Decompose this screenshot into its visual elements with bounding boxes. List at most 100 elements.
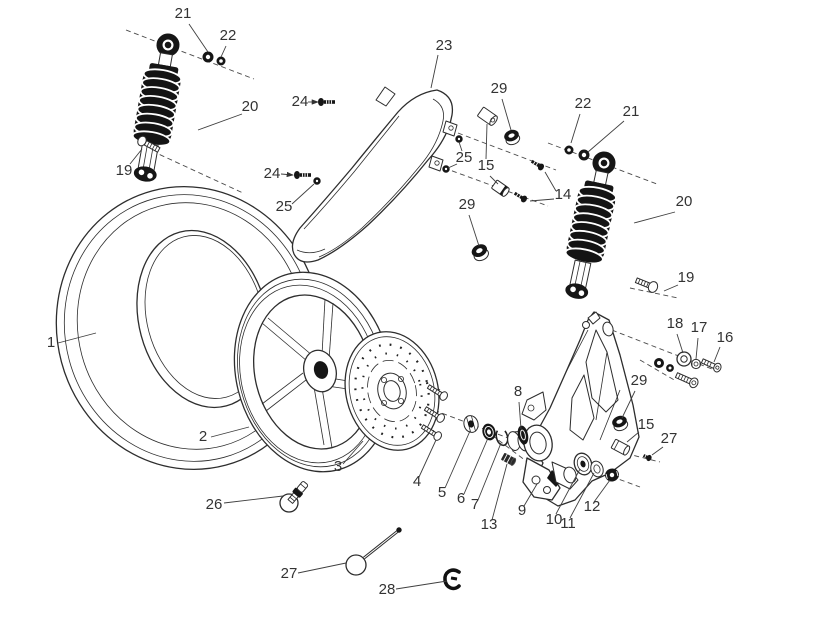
callout-leader [468, 214, 480, 247]
bolt-16 [700, 358, 722, 373]
callout-leader [593, 479, 611, 503]
callout-leader [485, 123, 488, 160]
washer-6 [482, 423, 496, 441]
callout-leader [291, 183, 315, 205]
callout-leader [297, 562, 347, 574]
callout-label: 16 [717, 329, 734, 346]
callout-leader [129, 148, 143, 165]
shock-absorber-right [564, 151, 617, 299]
circlip-7 [495, 427, 509, 447]
shock-washer-21-right [578, 149, 590, 161]
callout-leader [395, 580, 448, 590]
callout-label: 25 [276, 198, 293, 215]
callout-leader [342, 440, 364, 465]
callout-leader [223, 495, 284, 504]
callout-label: 19 [116, 162, 133, 179]
callout-label: 7 [471, 496, 479, 513]
shock-absorber-left [131, 33, 183, 182]
callout-label: 13 [481, 516, 498, 533]
callout-leader [430, 54, 439, 89]
callout-leader [447, 163, 458, 169]
callout-leader [529, 198, 555, 202]
e-clip [443, 568, 461, 591]
bolt-14b [513, 191, 528, 203]
spacer-15b [610, 438, 631, 456]
shock-bolt-19-right [634, 277, 659, 293]
callout-leader [518, 401, 522, 430]
brake-disc [344, 331, 440, 451]
callout-leader [220, 45, 227, 58]
washer-11 [590, 460, 604, 478]
callout-label: 19 [678, 269, 695, 286]
nut-12 [605, 468, 619, 482]
callout-leader [280, 171, 294, 178]
callout-leader [713, 346, 721, 363]
wheel-rim [233, 271, 393, 473]
callout-label: 26 [206, 496, 223, 513]
callout-label: 27 [661, 430, 678, 447]
fender-hardware [294, 98, 545, 262]
callout-label: 15 [638, 416, 655, 433]
callout-label: 1 [47, 334, 55, 351]
fender-top-bracket [375, 86, 396, 107]
callout-label: 28 [379, 581, 396, 598]
callout-label: 18 [667, 315, 684, 332]
cotter-pin [345, 527, 402, 576]
pivot-bolt [674, 372, 699, 389]
callout-leader [197, 113, 243, 131]
callout-label: 14 [555, 186, 572, 203]
hub-9 [517, 424, 553, 462]
bushing-29b [471, 244, 489, 262]
callout-label: 29 [631, 372, 648, 389]
callout-leader [463, 437, 489, 495]
callout-label: 22 [575, 95, 592, 112]
callout-leader [444, 430, 471, 489]
fender-tab-upper [442, 120, 458, 137]
callout-label: 20 [676, 193, 693, 210]
shock-washer-21-left [202, 51, 214, 63]
spacer-15a [477, 106, 498, 126]
callout-label: 17 [691, 319, 708, 336]
callout-label: 15 [478, 157, 495, 174]
callout-label: 11 [560, 515, 576, 532]
pivot-hardware [654, 351, 722, 389]
callout-label: 23 [436, 37, 453, 54]
valve-stem [279, 481, 309, 513]
bushing-29a [504, 129, 521, 146]
bushing-29c [612, 415, 629, 432]
callout-leader [676, 333, 684, 354]
callout-label: 22 [220, 27, 237, 44]
callout-leader [569, 472, 595, 519]
callout-leader [489, 175, 499, 185]
washer-18 [676, 351, 692, 367]
callout-label: 24 [264, 165, 281, 182]
callout-label: 5 [438, 484, 446, 501]
callout-label: 29 [491, 80, 508, 97]
callout-label: 25 [456, 149, 473, 166]
callout-leader [501, 98, 512, 131]
callout-label: 12 [584, 498, 601, 515]
callout-label: 24 [292, 93, 309, 110]
callout-leader [633, 211, 676, 224]
callout-leader [663, 284, 679, 292]
screw-24a [318, 98, 335, 106]
swingarm [517, 311, 640, 507]
spacer-15c [491, 179, 510, 197]
callout-label: 20 [242, 98, 259, 115]
rear-fender [291, 86, 458, 263]
nut-25c [313, 177, 321, 185]
callout-leader [695, 337, 699, 360]
callout-leader [188, 23, 209, 53]
callout-label: 6 [457, 490, 465, 507]
callout-leader [626, 431, 640, 443]
callout-leader [458, 141, 463, 152]
callout-leader [477, 442, 502, 501]
nut-25b [442, 165, 450, 173]
spacer-13 [501, 453, 517, 466]
callout-label: 4 [413, 473, 421, 490]
callout-label: 21 [175, 5, 192, 22]
right-hub-hardware [573, 415, 652, 482]
shock-nut-22-left [216, 56, 226, 66]
screw-24b [294, 171, 311, 179]
